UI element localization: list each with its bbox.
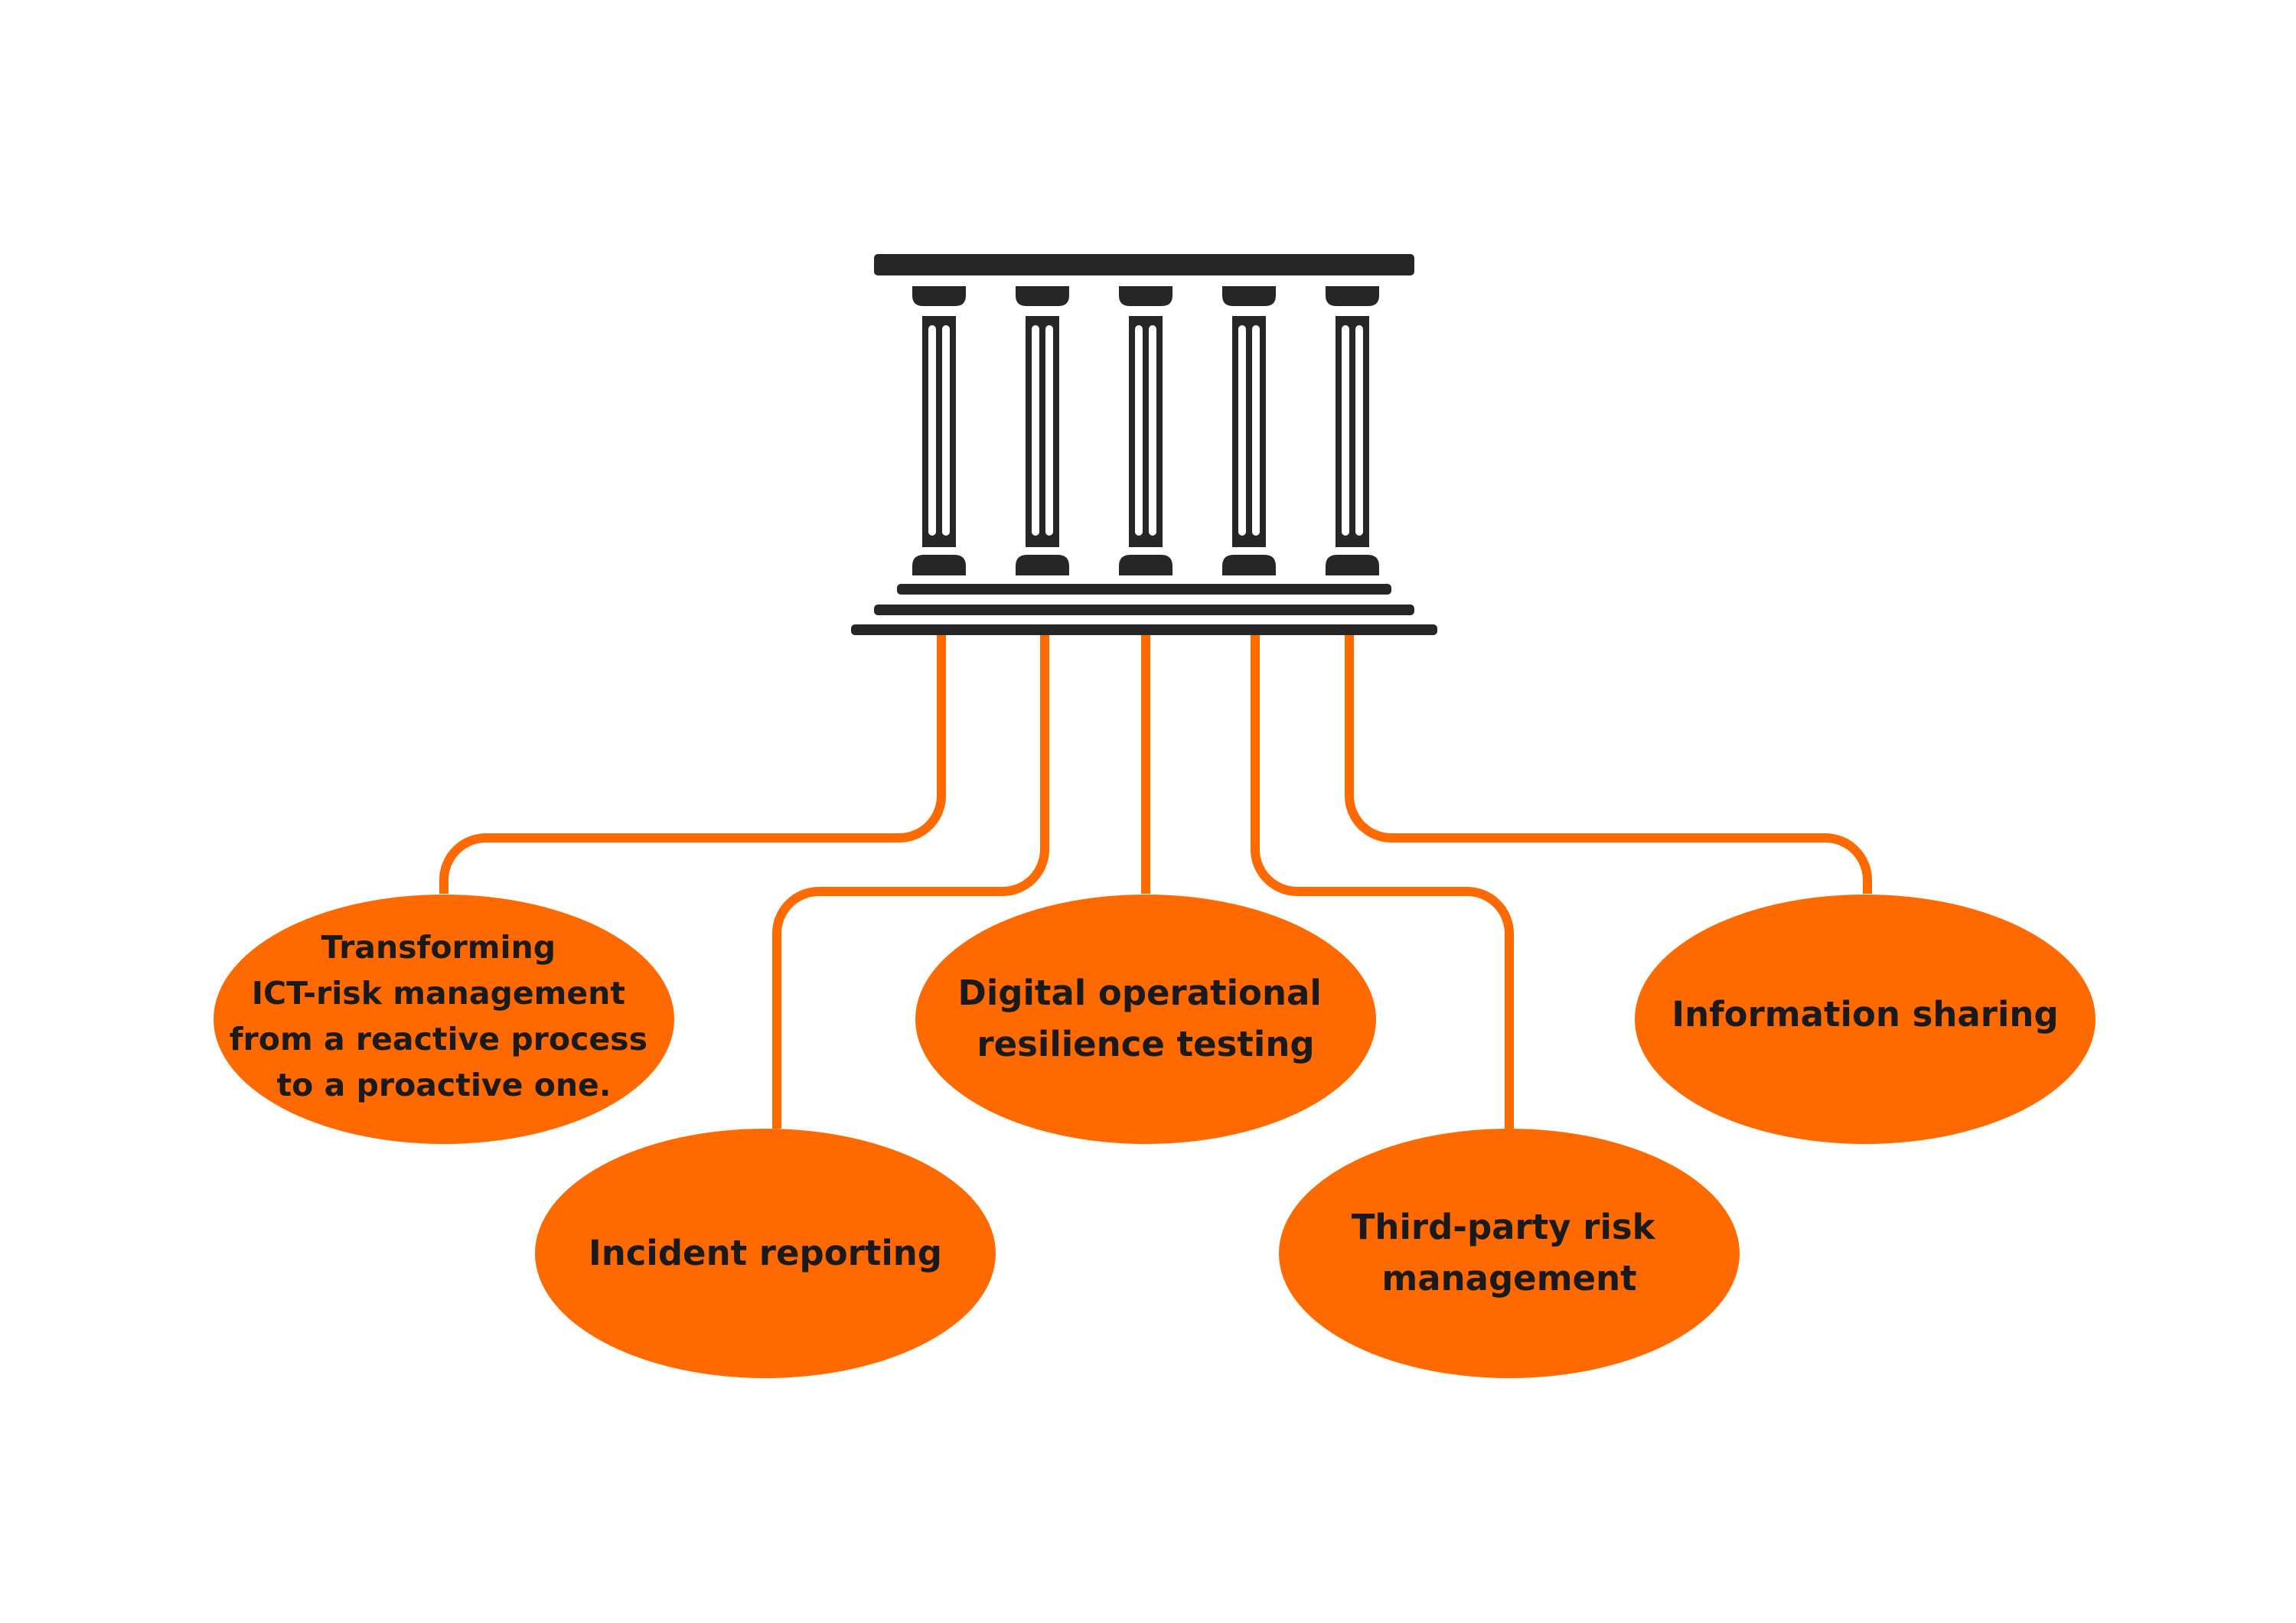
pillar-ellipse — [1279, 1129, 1740, 1378]
column-base — [1222, 555, 1276, 575]
pillar-label-line: ICT-risk management — [252, 975, 625, 1012]
column-capital — [1326, 286, 1379, 306]
pillar-digital-operational-resilience-testing: Digital operational resilience testing — [915, 895, 1376, 1144]
column-flute — [1135, 325, 1143, 536]
pillar-label-line: to a proactive one. — [277, 1067, 612, 1103]
building-column — [912, 286, 966, 575]
pillar-label-line: Incident reporting — [589, 1233, 942, 1273]
pillar-label-line: Third-party risk — [1352, 1207, 1656, 1247]
pillar-information-sharing: Information sharing — [1635, 895, 2095, 1144]
column-flute — [1045, 325, 1053, 536]
building-step-top — [897, 584, 1391, 595]
column-shaft — [1232, 316, 1266, 547]
building-column — [1016, 286, 1069, 575]
building-roof — [874, 254, 1414, 275]
pillar-label: Digital operational resilience testing — [958, 973, 1334, 1064]
pillar-ellipse — [535, 1129, 996, 1378]
building-column — [1326, 286, 1379, 575]
connector-incident-reporting — [772, 635, 1049, 1129]
connector-third-party-risk-management — [1251, 635, 1514, 1129]
pillar-label-line: management — [1381, 1258, 1636, 1299]
column-shaft — [922, 316, 956, 547]
column-flute — [1252, 325, 1260, 536]
building-column — [1222, 286, 1276, 575]
pillar-label-line: Transforming — [321, 929, 556, 966]
pillar-ellipse — [214, 895, 674, 1144]
building-step-bottom — [851, 624, 1437, 635]
column-flute — [942, 325, 950, 536]
column-shaft — [1026, 316, 1059, 547]
pillar-label: Transforming ICT-risk management from a … — [230, 929, 659, 1103]
pillar-third-party-risk-management: Third-party risk management — [1279, 1129, 1740, 1378]
column-capital — [1119, 286, 1172, 306]
connector-transforming-ict-risk — [439, 635, 946, 894]
column-flute — [1355, 325, 1363, 536]
column-flute — [1149, 325, 1156, 536]
connector-information-sharing — [1345, 635, 1872, 894]
pillar-label-line: resilience testing — [977, 1024, 1314, 1064]
connector-lines — [439, 635, 1872, 1129]
building-step-middle — [874, 605, 1414, 615]
pillar-transforming-ict-risk: Transforming ICT-risk management from a … — [214, 895, 674, 1144]
column-flute — [1238, 325, 1246, 536]
column-base — [912, 555, 966, 575]
classical-building-icon — [851, 254, 1437, 635]
pillar-label: Third-party risk management — [1352, 1207, 1668, 1299]
building-column — [1119, 286, 1172, 575]
column-base — [1119, 555, 1172, 575]
pillar-label: Information sharing — [1671, 994, 2058, 1035]
pillar-ellipse — [915, 895, 1376, 1144]
column-flute — [1342, 325, 1349, 536]
column-capital — [912, 286, 966, 306]
pillar-ellipse — [1635, 895, 2095, 1144]
column-shaft — [1129, 316, 1163, 547]
building-columns — [912, 286, 1379, 575]
column-capital — [1016, 286, 1069, 306]
column-capital — [1222, 286, 1276, 306]
pillar-label-line: from a reactive process — [230, 1021, 647, 1058]
pillar-incident-reporting: Incident reporting — [535, 1129, 996, 1378]
pillar-label-line: Digital operational — [958, 973, 1322, 1013]
pillar-label-line: Information sharing — [1671, 994, 2058, 1035]
column-base — [1326, 555, 1379, 575]
column-flute — [928, 325, 936, 536]
pillar-label: Incident reporting — [589, 1233, 942, 1273]
column-flute — [1032, 325, 1039, 536]
column-shaft — [1336, 316, 1369, 547]
column-base — [1016, 555, 1069, 575]
